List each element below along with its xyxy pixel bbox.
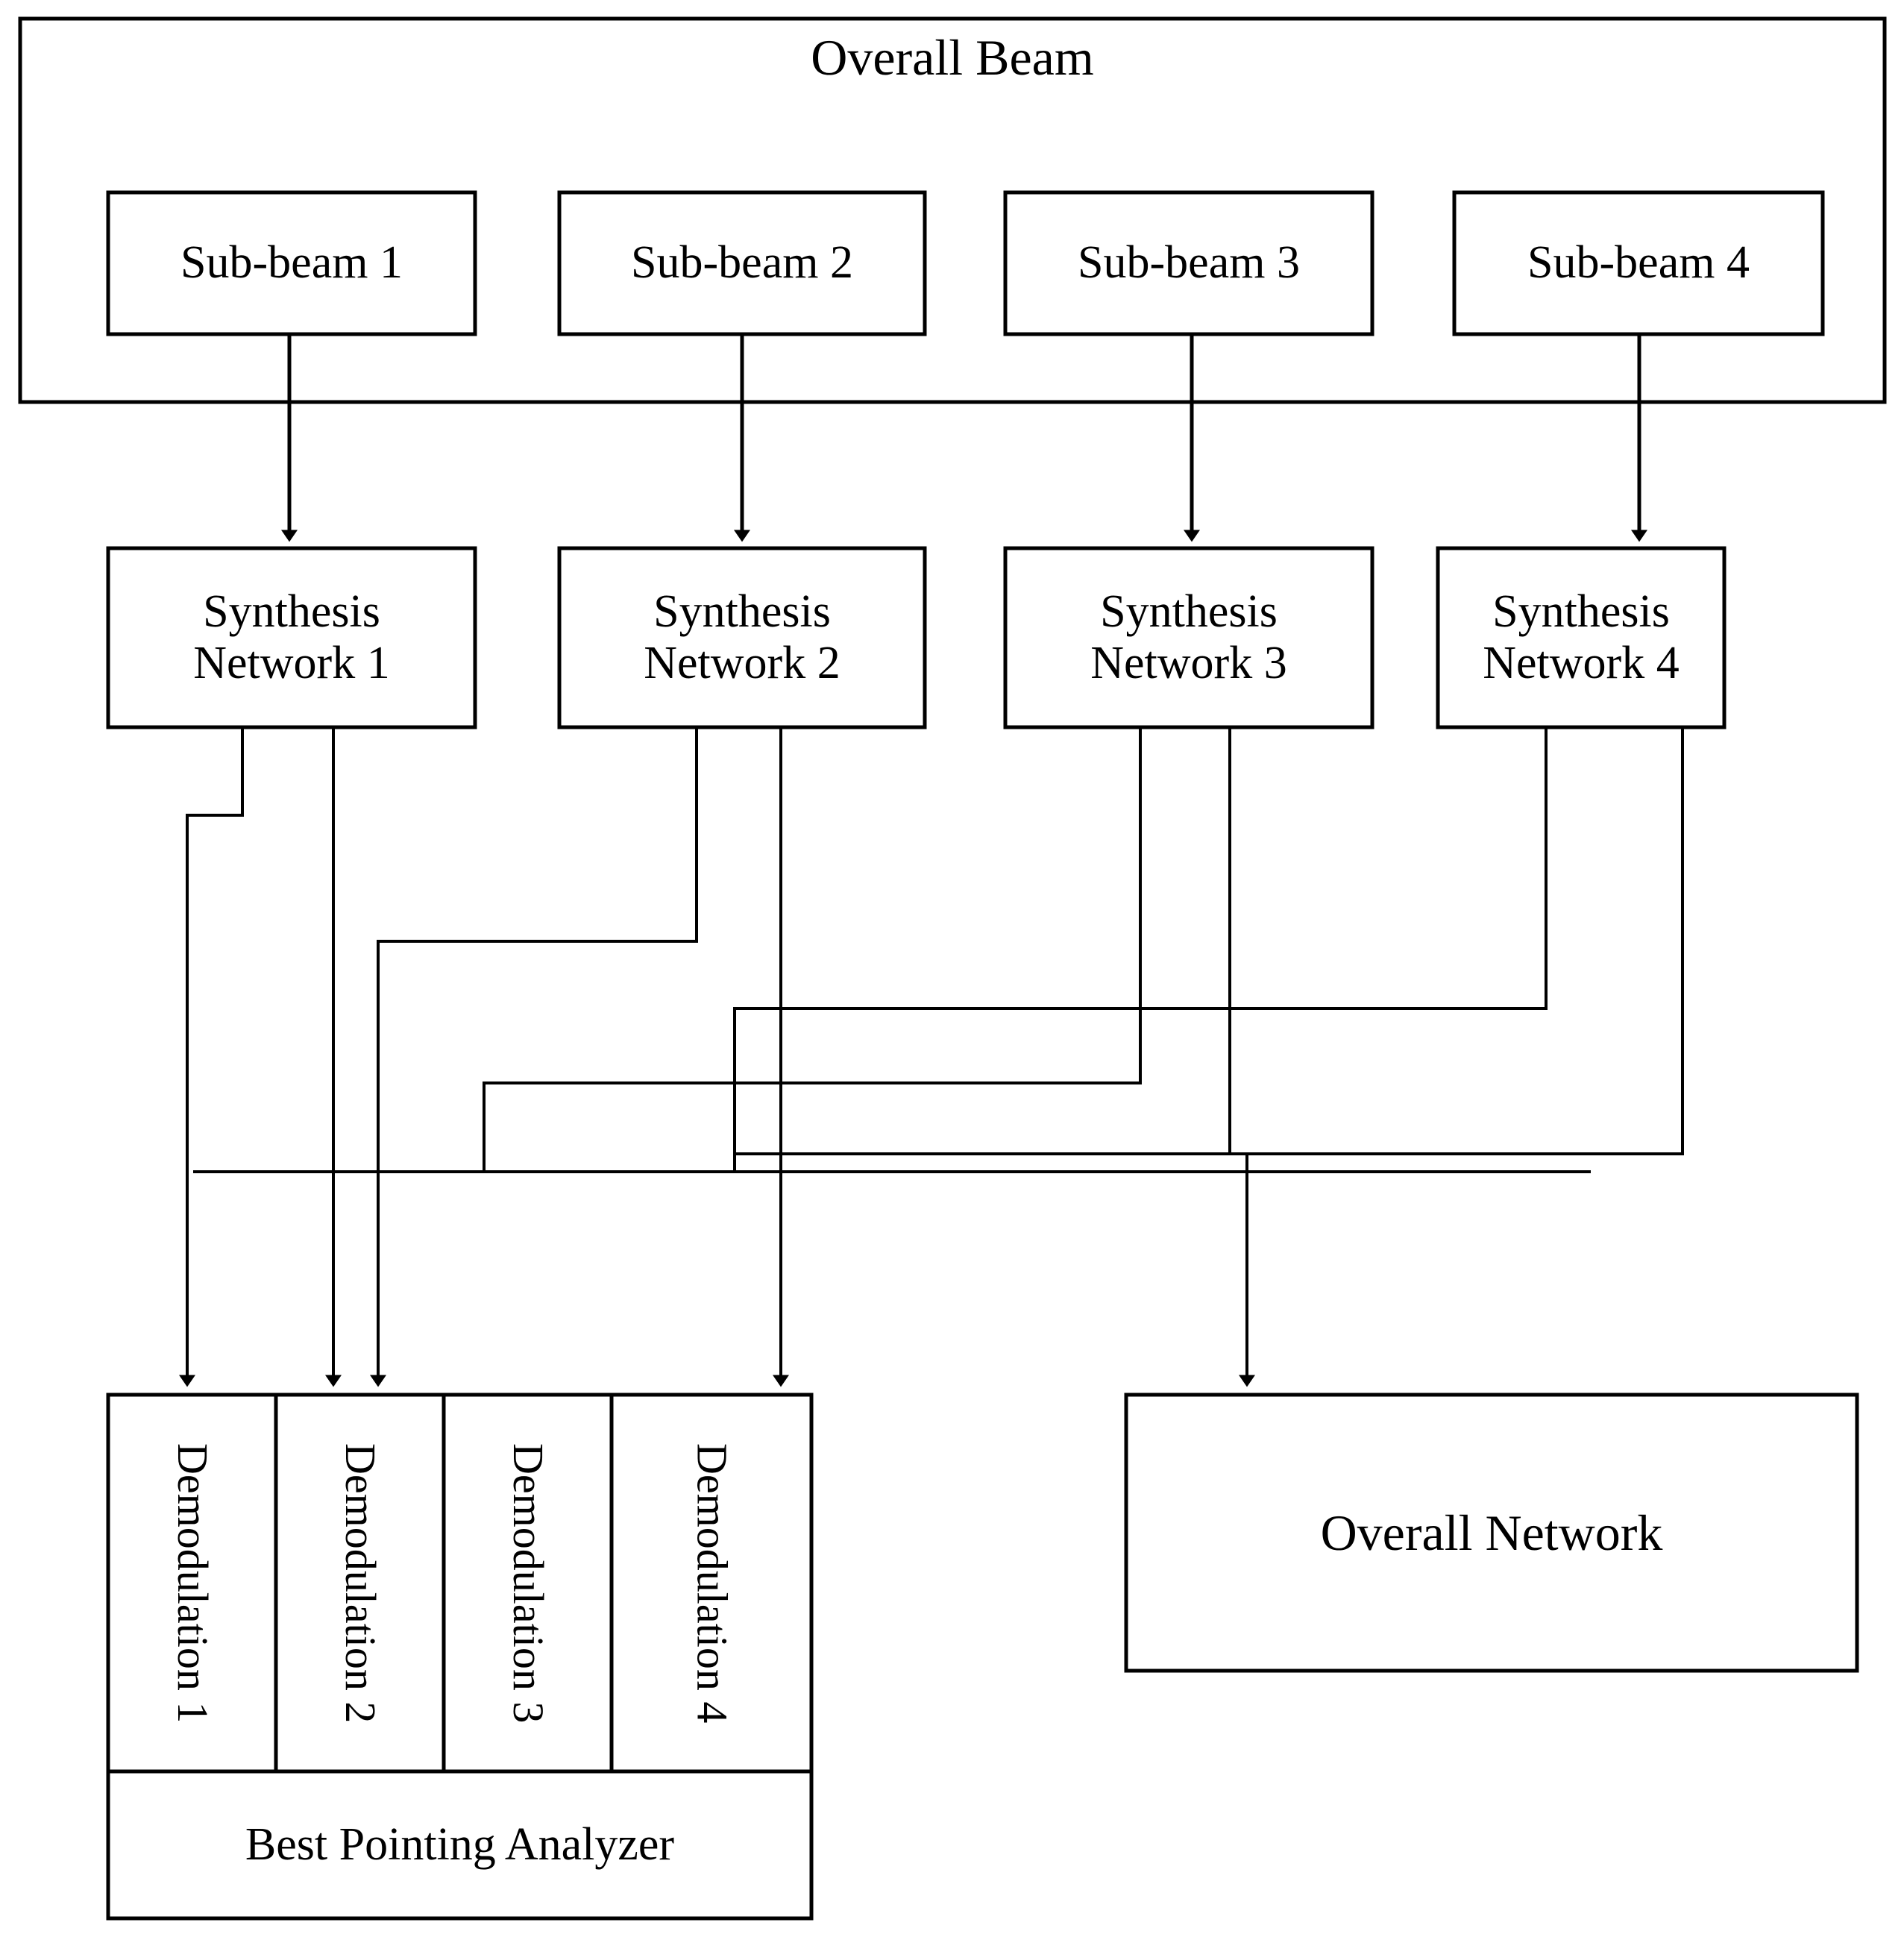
synthesis-network-1-label: Synthesis Network 1 [193, 586, 390, 688]
best-pointing-analyzer-label: Best Pointing Analyzer [245, 1818, 675, 1870]
sub-beam-3-label: Sub-beam 3 [1078, 237, 1300, 289]
boxes-group [18, 16, 1887, 1921]
route-sn1-to-demod1 [179, 727, 244, 1387]
demodulation-1-label: Demodulation 1 [168, 1442, 217, 1724]
demodulation-2-label: Demodulation 2 [336, 1442, 385, 1724]
synthesis-network-3-box [1003, 546, 1374, 729]
overall-network-box [1124, 1393, 1859, 1673]
overall-beam-box [18, 16, 1887, 404]
sub-beam-2-label: Sub-beam 2 [631, 237, 853, 289]
demodulation-3-label: Demodulation 3 [503, 1442, 553, 1724]
route-sn4-to-overall-network [1239, 727, 1684, 1387]
synthesis-network-2-box [557, 546, 927, 729]
routing-group [179, 727, 1684, 1387]
route-sn4-left-output [733, 727, 1548, 1172]
route-sn3-left-output [483, 727, 1142, 1172]
sub-beam-1-label: Sub-beam 1 [180, 237, 403, 289]
synthesis-network-2-label: Synthesis Network 2 [644, 586, 841, 688]
subbeam-to-synthesis-arrows [281, 334, 1647, 542]
synthesis-network-4-box [1436, 546, 1727, 729]
overall-network-label: Overall Network [1320, 1504, 1663, 1561]
route-sn2-to-demod3 [370, 727, 698, 1387]
synthesis-network-1-box [106, 546, 477, 729]
sub-beam-3-box [1003, 190, 1374, 336]
sub-beam-1-box [106, 190, 477, 336]
overall-beam-title: Overall Beam [811, 29, 1094, 87]
best-pointing-analyzer-box [106, 1769, 814, 1921]
demodulation-4-label: Demodulation 4 [688, 1442, 737, 1724]
sub-beam-4-label: Sub-beam 4 [1527, 237, 1750, 289]
synthesis-network-3-label: Synthesis Network 3 [1090, 586, 1287, 688]
synthesis-network-4-label: Synthesis Network 4 [1483, 586, 1680, 688]
